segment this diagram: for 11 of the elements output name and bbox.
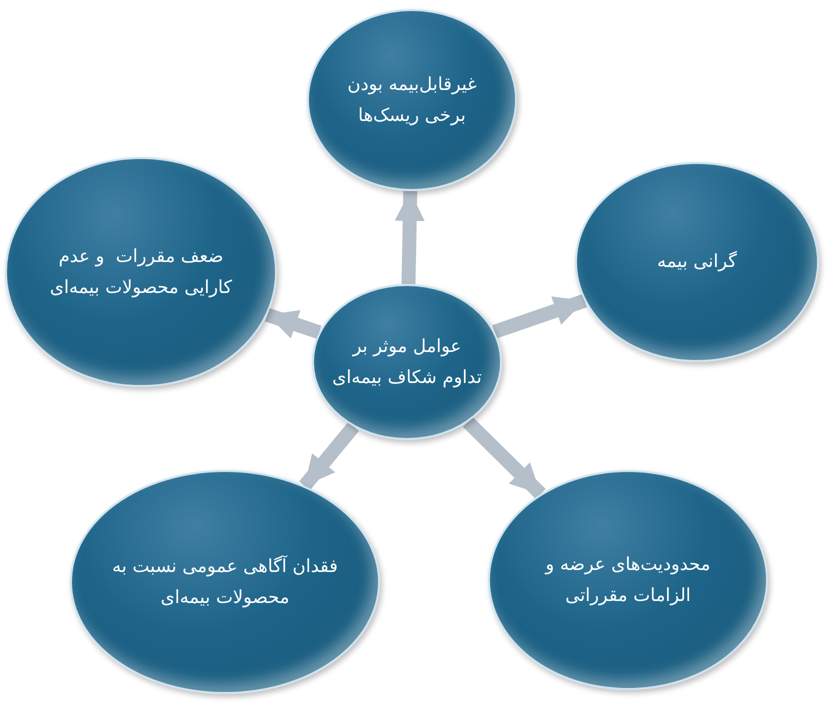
block-arrow <box>394 190 425 284</box>
block-arrow <box>299 422 360 490</box>
node-text: ضعف مقررات و عدم کارایی محصولات بیمه‌ای <box>48 244 234 300</box>
node-text: گرانی بیمه <box>656 250 738 274</box>
block-arrow <box>492 294 587 338</box>
node-text: غیرقابل‌بیمه بودن برخی ریسک‌ها <box>346 72 478 128</box>
node-text: عوامل موثر بر تداوم شکاف بیمه‌ای <box>332 334 482 390</box>
block-arrow <box>265 308 322 339</box>
node-text: فقدان آگاهی عمومی نسبت به محصولات بیمه‌ای <box>111 554 339 610</box>
node-text: محدودیت‌های عرضه و الزامات مقرراتی <box>544 552 712 608</box>
block-arrow <box>462 416 546 499</box>
